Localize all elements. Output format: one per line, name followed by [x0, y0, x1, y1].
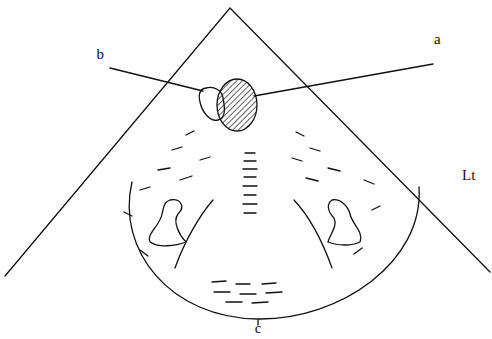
leader-line	[110, 68, 203, 91]
lateral-structure	[328, 200, 361, 245]
structure-a	[217, 79, 257, 131]
echo-line	[294, 200, 332, 268]
leader-line	[254, 64, 433, 96]
part-label: c	[255, 321, 262, 336]
echo-dashes	[124, 131, 380, 303]
part-label: Lt	[462, 168, 475, 183]
organ-outline	[129, 182, 419, 319]
part-label: a	[434, 32, 441, 47]
part-label: b	[97, 47, 105, 62]
echo-line	[175, 200, 213, 268]
lateral-structure	[149, 200, 186, 246]
sector-edge	[5, 8, 490, 276]
